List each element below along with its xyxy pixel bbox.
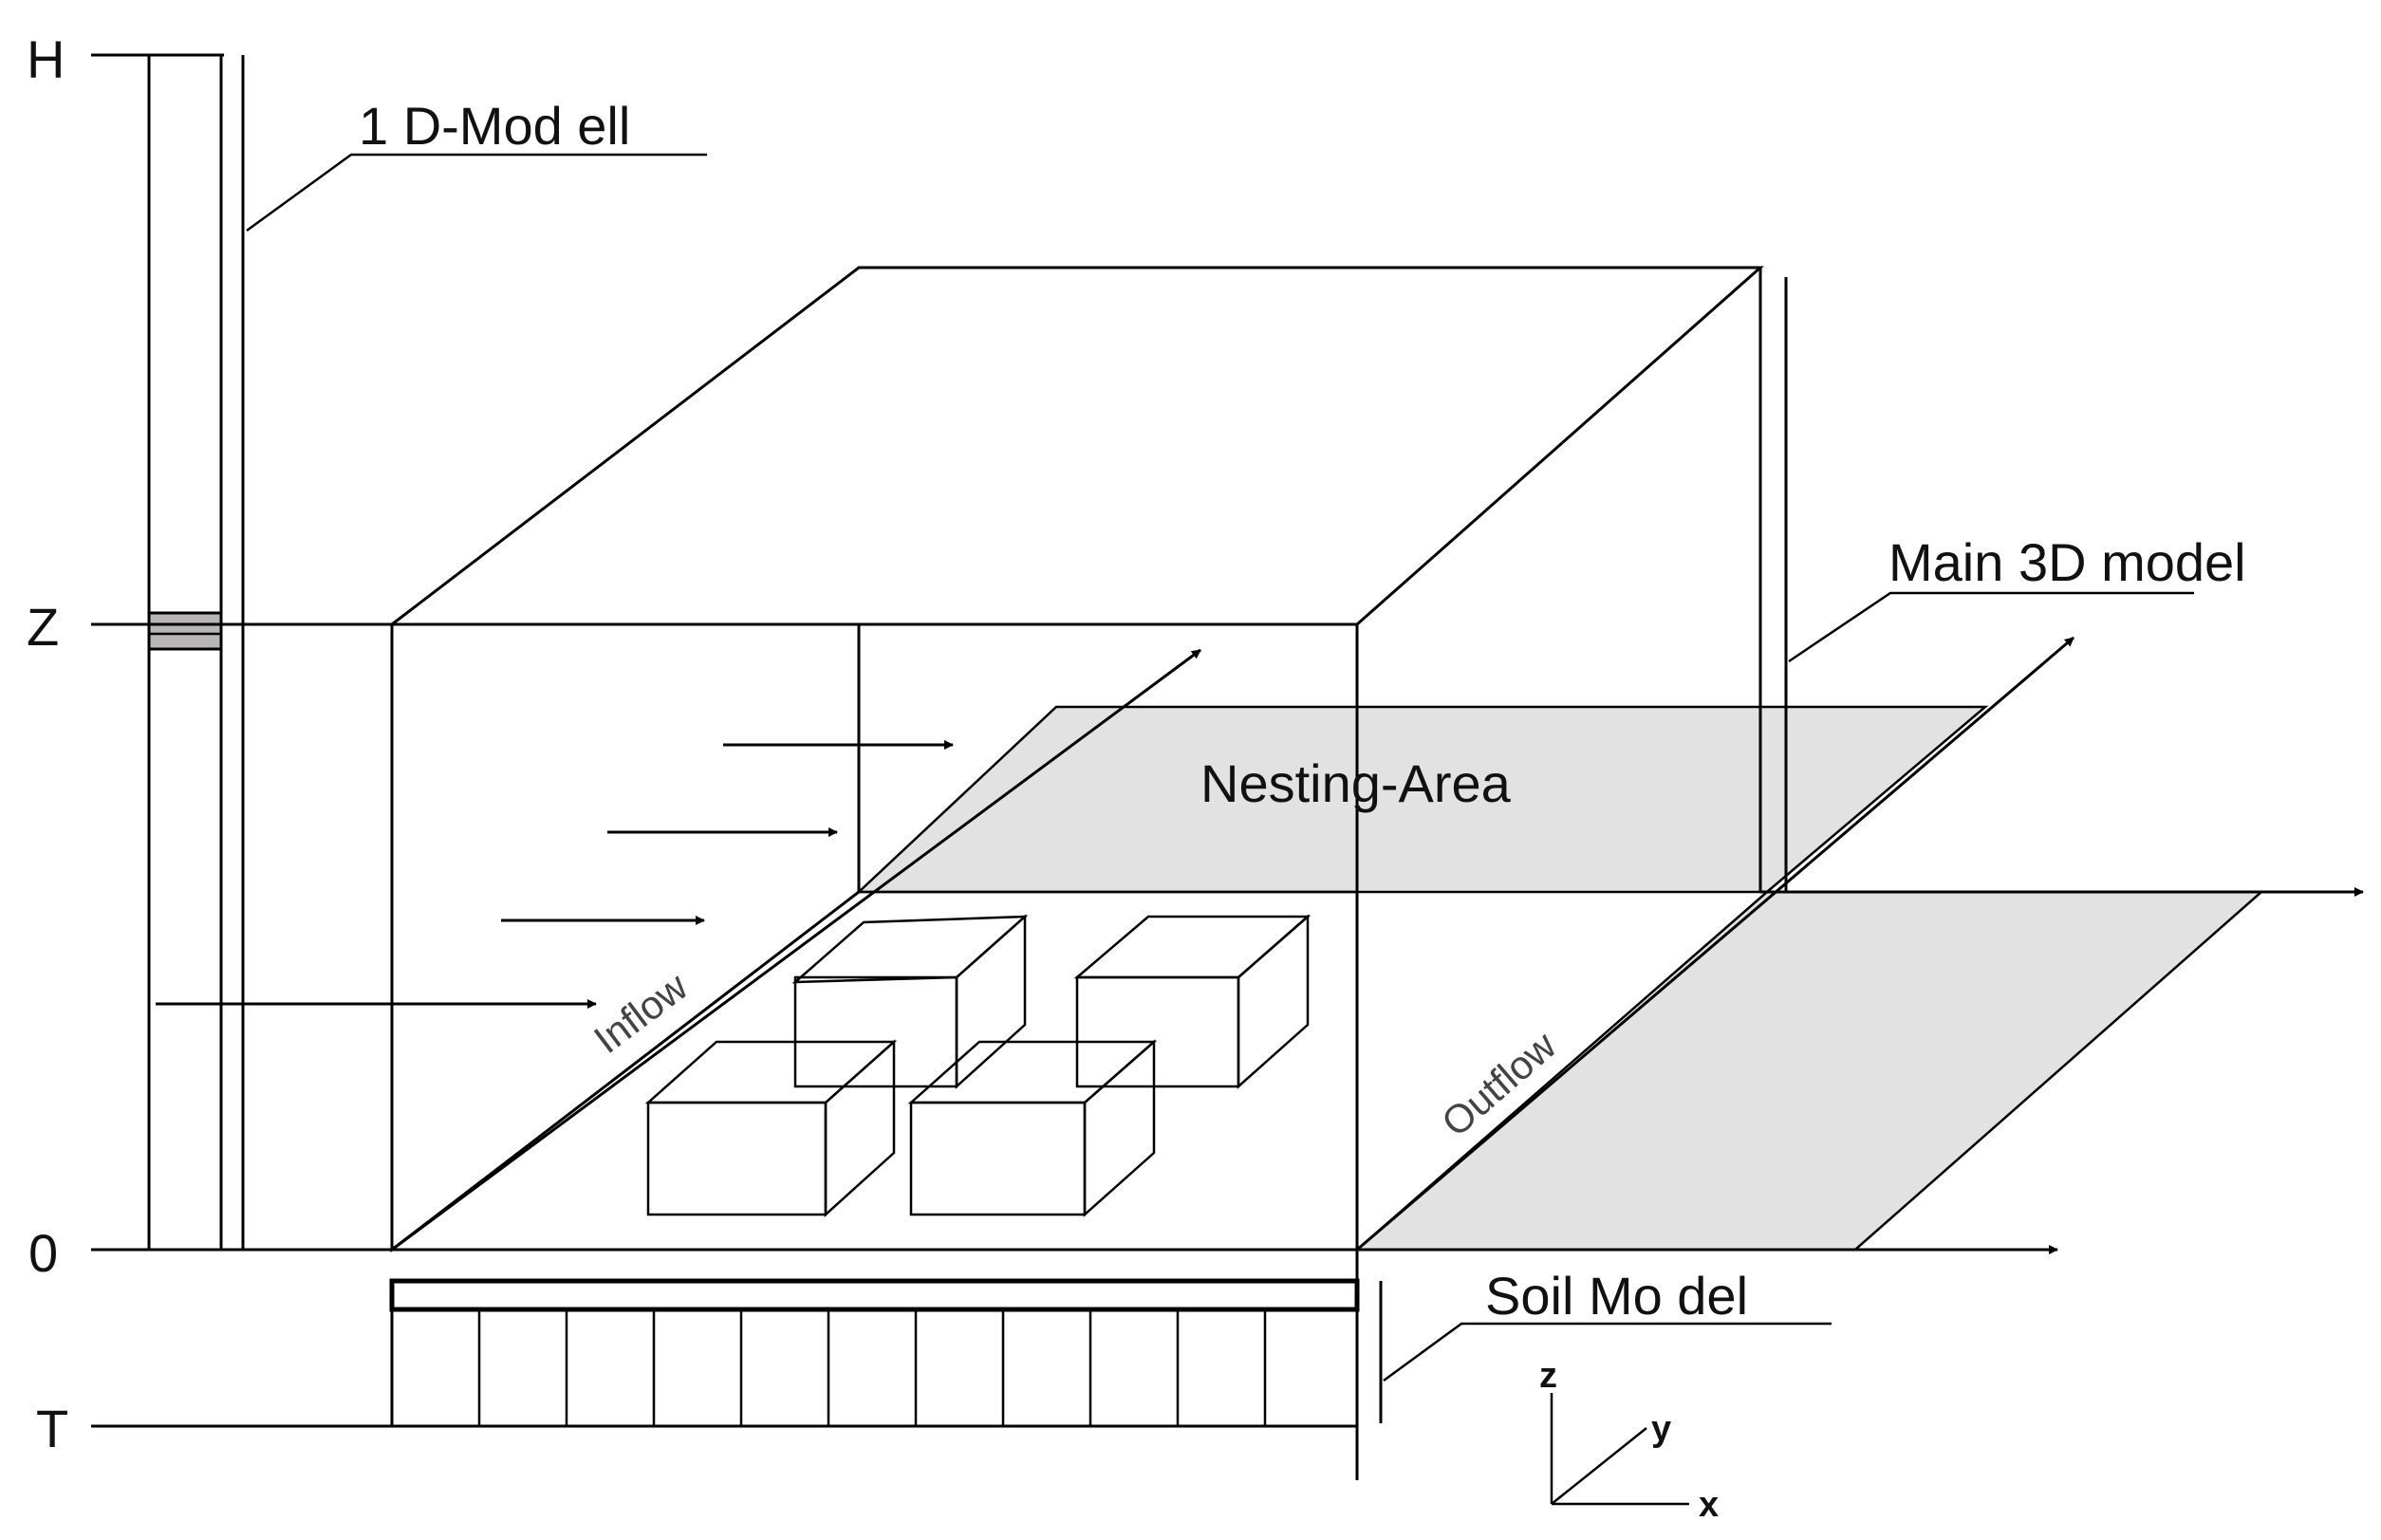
coord-y-label: y <box>1651 1409 1671 1449</box>
one-d-model-column <box>147 53 245 1252</box>
coord-x-label: x <box>1699 1485 1719 1525</box>
main-3d-box <box>387 266 1788 1480</box>
diagonal-arrow-right <box>1356 636 2074 1252</box>
soil-leader <box>1383 1322 1832 1382</box>
coordinate-axes-icon <box>1550 1393 1689 1506</box>
diagonal-arrow-left <box>391 648 1201 1252</box>
soil-model-label: Soil Mo del <box>1485 1266 1748 1326</box>
inflow-wall <box>390 622 861 1253</box>
inflow-label: Inflow <box>586 963 696 1062</box>
one-d-model-label: 1 D-Mod ell <box>359 96 630 156</box>
nesting-area-label: Nesting-Area <box>1200 753 1512 813</box>
building-front-right <box>907 1039 1158 1217</box>
level-z-label: Z <box>27 597 59 657</box>
one-d-column-upper <box>147 53 223 615</box>
building-front-left <box>644 1039 898 1217</box>
level-h-label: H <box>27 29 65 89</box>
building-back-left <box>791 914 1029 1089</box>
main-box-roof <box>387 266 1764 626</box>
callout-leaders <box>246 153 2194 1382</box>
height-levels <box>91 53 1357 1428</box>
soil-model <box>389 1278 1383 1426</box>
level-zero-label: 0 <box>28 1223 58 1283</box>
one-d-leader <box>246 153 707 232</box>
one-d-column-band <box>147 611 223 651</box>
flow-arrows <box>156 636 2364 1254</box>
one-d-column-lower <box>147 647 223 1252</box>
soil-surface-layer <box>389 1278 1360 1312</box>
building-back-right <box>1073 914 1311 1089</box>
main-3d-leader <box>1788 591 2194 663</box>
soil-column-dividers <box>477 1309 1267 1426</box>
level-t-label: T <box>36 1399 68 1458</box>
buildings <box>644 914 1311 1217</box>
coord-z-label: z <box>1539 1356 1557 1396</box>
main-3d-model-label: Main 3D model <box>1888 532 2246 592</box>
